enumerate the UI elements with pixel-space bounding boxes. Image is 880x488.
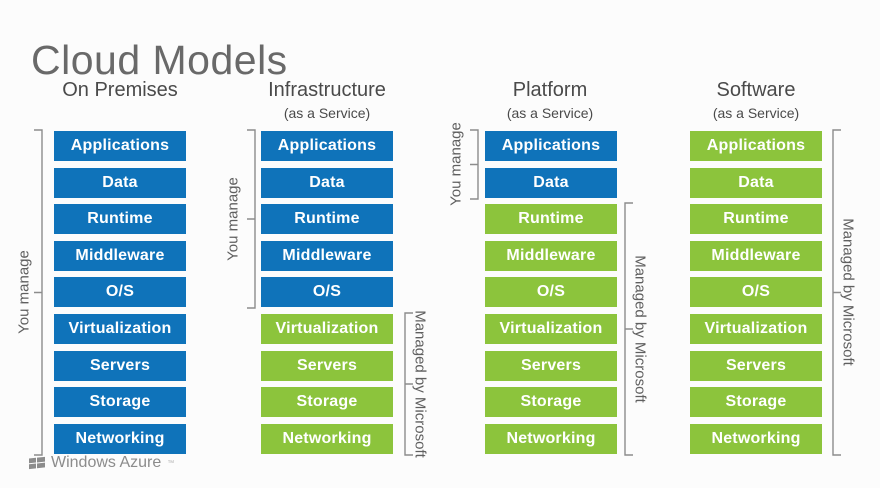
layer-runtime: Runtime	[261, 204, 393, 235]
stack-infrastructure: Applications Data Runtime Middleware O/S…	[261, 131, 393, 454]
layer-os: O/S	[690, 277, 822, 308]
layer-data: Data	[261, 167, 393, 198]
layer-servers: Servers	[485, 350, 617, 381]
managed-bracket-software	[832, 129, 841, 456]
managed-label-infrastructure: Managed by Microsoft	[411, 310, 429, 458]
layer-middleware: Middleware	[54, 240, 186, 271]
stack-on-premises: Applications Data Runtime Middleware O/S…	[54, 131, 186, 454]
managed-label-platform: Managed by Microsoft	[631, 255, 649, 403]
layer-applications: Applications	[261, 131, 393, 161]
managed-label-software: Managed by Microsoft	[839, 218, 857, 366]
you-manage-bracket-platform	[470, 129, 479, 200]
you-manage-bracket-on-premises	[34, 129, 43, 456]
layer-storage: Storage	[690, 387, 822, 418]
layer-os: O/S	[485, 277, 617, 308]
column-subtitle-software: (as a Service)	[712, 105, 800, 121]
layer-data: Data	[690, 167, 822, 198]
you-manage-label-on-premises: You manage	[15, 250, 33, 334]
layer-storage: Storage	[54, 387, 186, 418]
windows-azure-logo: Windows Azure ™	[28, 454, 174, 472]
layer-networking: Networking	[690, 423, 822, 454]
layer-runtime: Runtime	[485, 204, 617, 235]
layer-applications: Applications	[54, 131, 186, 161]
managed-bracket-infrastructure	[404, 312, 413, 456]
layer-applications: Applications	[485, 131, 617, 161]
you-manage-label-infrastructure: You manage	[224, 177, 242, 261]
layer-networking: Networking	[261, 423, 393, 454]
column-title-platform: Platform	[512, 79, 588, 101]
layer-servers: Servers	[261, 350, 393, 381]
layer-storage: Storage	[485, 387, 617, 418]
layer-storage: Storage	[261, 387, 393, 418]
column-title-infrastructure: Infrastructure	[268, 79, 386, 101]
layer-data: Data	[485, 167, 617, 198]
brand-text: Windows Azure	[51, 454, 162, 471]
you-manage-bracket-infrastructure	[247, 129, 256, 309]
stack-platform: Applications Data Runtime Middleware O/S…	[485, 131, 617, 454]
layer-runtime: Runtime	[54, 204, 186, 235]
layer-virtualization: Virtualization	[485, 313, 617, 344]
windows-flag-icon	[29, 456, 45, 470]
layer-virtualization: Virtualization	[261, 313, 393, 344]
column-subtitle-infrastructure: (as a Service)	[283, 105, 371, 121]
column-subtitle-platform: (as a Service)	[506, 105, 594, 121]
layer-os: O/S	[54, 277, 186, 308]
page-title: Cloud Models	[31, 37, 288, 84]
layer-networking: Networking	[485, 423, 617, 454]
column-title-on-premises: On Premises	[62, 79, 178, 101]
layer-virtualization: Virtualization	[54, 313, 186, 344]
layer-os: O/S	[261, 277, 393, 308]
stack-software: Applications Data Runtime Middleware O/S…	[690, 131, 822, 454]
layer-data: Data	[54, 167, 186, 198]
column-title-software: Software	[716, 79, 796, 101]
layer-networking: Networking	[54, 423, 186, 454]
layer-virtualization: Virtualization	[690, 313, 822, 344]
managed-bracket-platform	[624, 202, 633, 456]
trademark-symbol: ™	[167, 459, 175, 467]
layer-middleware: Middleware	[485, 240, 617, 271]
layer-servers: Servers	[690, 350, 822, 381]
layer-applications: Applications	[690, 131, 822, 161]
layer-runtime: Runtime	[690, 204, 822, 235]
layer-middleware: Middleware	[690, 240, 822, 271]
you-manage-label-platform: You manage	[447, 122, 465, 206]
layer-servers: Servers	[54, 350, 186, 381]
layer-middleware: Middleware	[261, 240, 393, 271]
